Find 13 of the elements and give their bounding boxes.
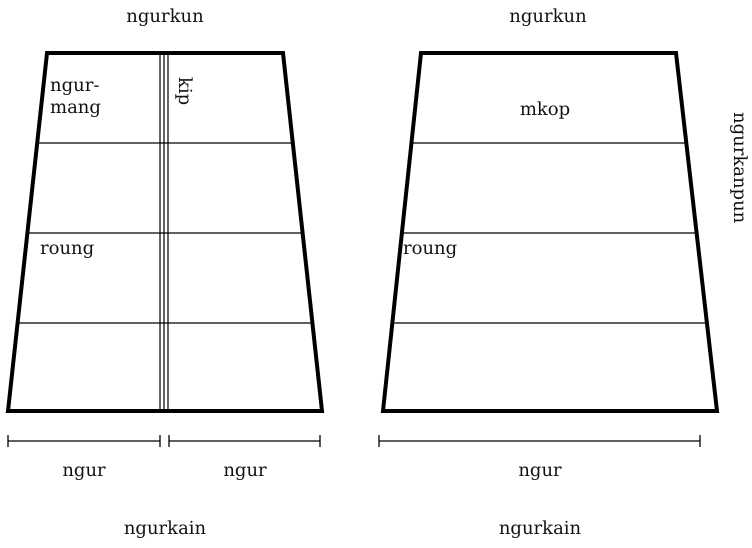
- band-label: roung: [40, 238, 120, 260]
- dimension-label: ngurkain: [124, 518, 206, 540]
- dimension-label: ngur: [223, 460, 267, 482]
- band-label: roung: [403, 238, 483, 260]
- band-label: kip: [173, 77, 195, 106]
- dimension-label: ngurkun: [126, 6, 204, 28]
- dimension-label: ngurkun: [509, 6, 587, 28]
- band-label: ngur-mang: [50, 75, 130, 119]
- band-label: mkop: [495, 99, 595, 121]
- dimension-label: ngur: [518, 460, 562, 482]
- dimension-label: ngur: [62, 460, 106, 482]
- dimension-label: ngurkain: [498, 518, 582, 540]
- dimension-label: ngurkanpun: [728, 112, 750, 224]
